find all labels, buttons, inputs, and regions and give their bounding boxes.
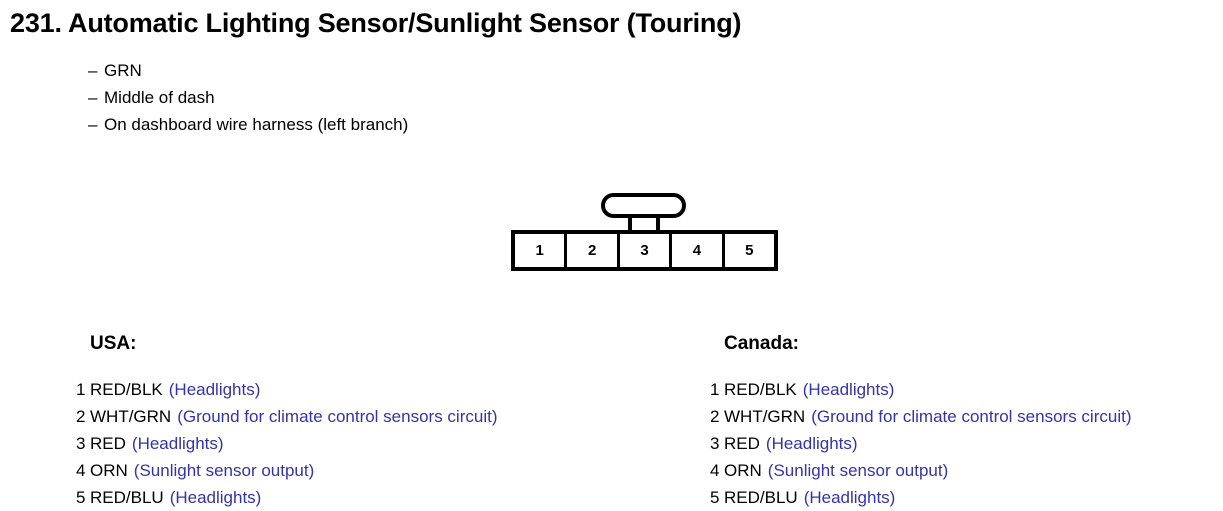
pin-row: 4 ORN (Sunlight sensor output) xyxy=(710,457,1132,484)
wire-color: RED/BLK xyxy=(90,380,163,399)
wire-color: WHT/GRN xyxy=(724,407,806,426)
circuit-description: (Headlights) xyxy=(802,380,895,399)
connector-latch-icon xyxy=(601,193,686,218)
pin-number: 2 xyxy=(710,407,720,426)
pin-number: 1 xyxy=(76,380,86,399)
note-text: Middle of dash xyxy=(104,88,215,107)
dash-bullet-icon: – xyxy=(88,115,98,134)
column-heading: Canada: xyxy=(724,333,799,354)
pin-number: 4 xyxy=(76,461,86,480)
circuit-description: (Sunlight sensor output) xyxy=(767,461,949,480)
pin-row: 4 ORN (Sunlight sensor output) xyxy=(76,457,498,484)
pin-column-canada: Canada: 1 RED/BLK (Headlights) 2 WHT/GRN… xyxy=(710,332,1132,511)
circuit-description: (Ground for climate control sensors circ… xyxy=(177,407,498,426)
wire-color: RED/BLU xyxy=(724,488,798,507)
pin-number: 4 xyxy=(710,461,720,480)
pin-row: 5 RED/BLU (Headlights) xyxy=(710,484,1132,511)
dash-bullet-icon: – xyxy=(88,61,98,80)
pin-number: 5 xyxy=(76,488,86,507)
pin-column-usa: USA: 1 RED/BLK (Headlights) 2 WHT/GRN (G… xyxy=(76,332,498,511)
connector-pin-cell: 3 xyxy=(620,234,673,267)
column-heading: USA: xyxy=(90,333,137,354)
note-text: On dashboard wire harness (left branch) xyxy=(104,115,409,134)
wire-color: RED xyxy=(724,434,760,453)
page-title: 231. Automatic Lighting Sensor/Sunlight … xyxy=(10,8,742,38)
wire-color: RED xyxy=(90,434,126,453)
wire-color: RED/BLK xyxy=(724,380,797,399)
pin-row: 3 RED (Headlights) xyxy=(710,430,1132,457)
connector-pin-cell: 4 xyxy=(672,234,725,267)
dash-bullet-icon: – xyxy=(88,88,98,107)
pin-number: 3 xyxy=(710,434,720,453)
pin-list: 1 RED/BLK (Headlights) 2 WHT/GRN (Ground… xyxy=(76,376,498,511)
list-item: – On dashboard wire harness (left branch… xyxy=(88,111,408,138)
wire-color: ORN xyxy=(90,461,128,480)
circuit-description: (Headlights) xyxy=(169,488,262,507)
circuit-description: (Ground for climate control sensors circ… xyxy=(811,407,1132,426)
pin-row: 3 RED (Headlights) xyxy=(76,430,498,457)
circuit-description: (Headlights) xyxy=(131,434,224,453)
pin-row: 5 RED/BLU (Headlights) xyxy=(76,484,498,511)
list-item: – GRN xyxy=(88,57,408,84)
note-text: GRN xyxy=(104,61,142,80)
circuit-description: (Headlights) xyxy=(765,434,858,453)
connector-pin-cell: 2 xyxy=(567,234,620,267)
pin-row: 2 WHT/GRN (Ground for climate control se… xyxy=(710,403,1132,430)
notes-list: – GRN – Middle of dash – On dashboard wi… xyxy=(88,57,408,138)
pin-row: 2 WHT/GRN (Ground for climate control se… xyxy=(76,403,498,430)
wire-color: RED/BLU xyxy=(90,488,164,507)
pin-number: 1 xyxy=(710,380,720,399)
circuit-description: (Headlights) xyxy=(803,488,896,507)
connector-diagram: 1 2 3 4 5 xyxy=(511,193,778,271)
connector-pin-row: 1 2 3 4 5 xyxy=(511,230,778,271)
pin-row: 1 RED/BLK (Headlights) xyxy=(710,376,1132,403)
list-item: – Middle of dash xyxy=(88,84,408,111)
pin-number: 3 xyxy=(76,434,86,453)
connector-pin-cell: 1 xyxy=(515,234,568,267)
connector-pin-cell: 5 xyxy=(745,242,754,259)
pin-number: 5 xyxy=(710,488,720,507)
circuit-description: (Headlights) xyxy=(168,380,261,399)
wire-color: ORN xyxy=(724,461,762,480)
wire-color: WHT/GRN xyxy=(90,407,172,426)
pin-number: 2 xyxy=(76,407,86,426)
circuit-description: (Sunlight sensor output) xyxy=(133,461,315,480)
pin-row: 1 RED/BLK (Headlights) xyxy=(76,376,498,403)
pin-list: 1 RED/BLK (Headlights) 2 WHT/GRN (Ground… xyxy=(710,376,1132,511)
